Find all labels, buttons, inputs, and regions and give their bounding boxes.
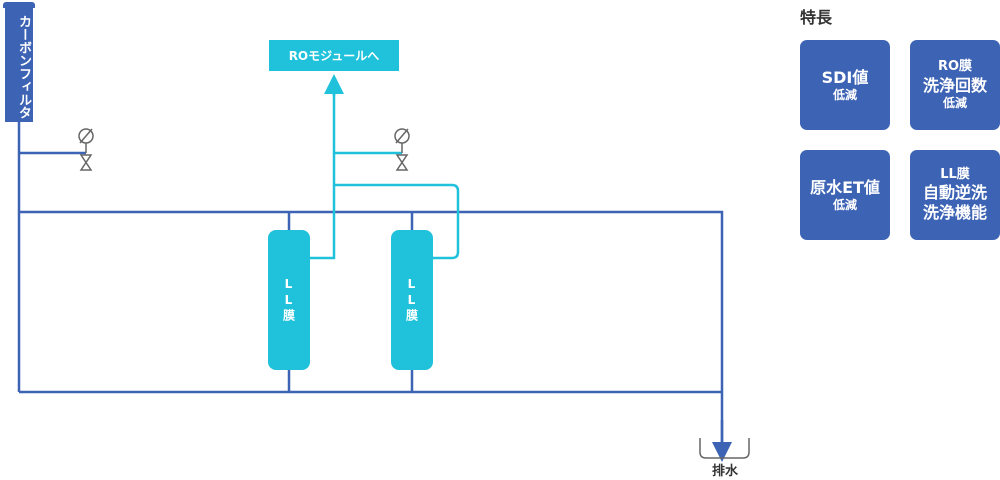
feature-card-backwash: LL膜 自動逆洗 洗浄機能 [910, 150, 1000, 240]
carbon-filter-cap [3, 2, 35, 8]
feature-card-heading: 原水ET値 [810, 177, 880, 197]
feature-card-sub: 低減 [832, 197, 857, 212]
valve-left [78, 128, 94, 171]
carbon-filter: カーボンフィルタ [5, 6, 33, 122]
ll-membrane-1: LL膜 [268, 230, 310, 370]
valve-right [394, 128, 410, 171]
drain-label: 排水 [711, 464, 738, 479]
feature-card-sub: 低減 [832, 87, 857, 102]
permeate-pipe [310, 90, 460, 260]
feature-card-ro-cleaning: RO膜 洗浄回数 低減 [910, 40, 1000, 130]
feature-card-main: 自動逆洗 [922, 183, 987, 203]
feature-card-heading: LL膜 [940, 166, 970, 182]
ll-membrane-2: LL膜 [391, 230, 433, 370]
feature-card-sub: 低減 [942, 95, 967, 110]
feature-card-sdi: SDI値 低減 [800, 40, 890, 130]
feature-card-main-2: 洗浄機能 [922, 203, 987, 223]
feature-card-et: 原水ET値 低減 [800, 150, 890, 240]
feature-card-heading: RO膜 [937, 59, 973, 75]
feed-pipe [17, 120, 724, 455]
drain-basin [699, 438, 750, 459]
ro-module-label: ROモジュールへ [269, 40, 399, 71]
feature-card-main: 洗浄回数 [922, 75, 987, 95]
features-title: 特長 [800, 8, 833, 27]
feature-card-heading: SDI値 [821, 67, 869, 87]
